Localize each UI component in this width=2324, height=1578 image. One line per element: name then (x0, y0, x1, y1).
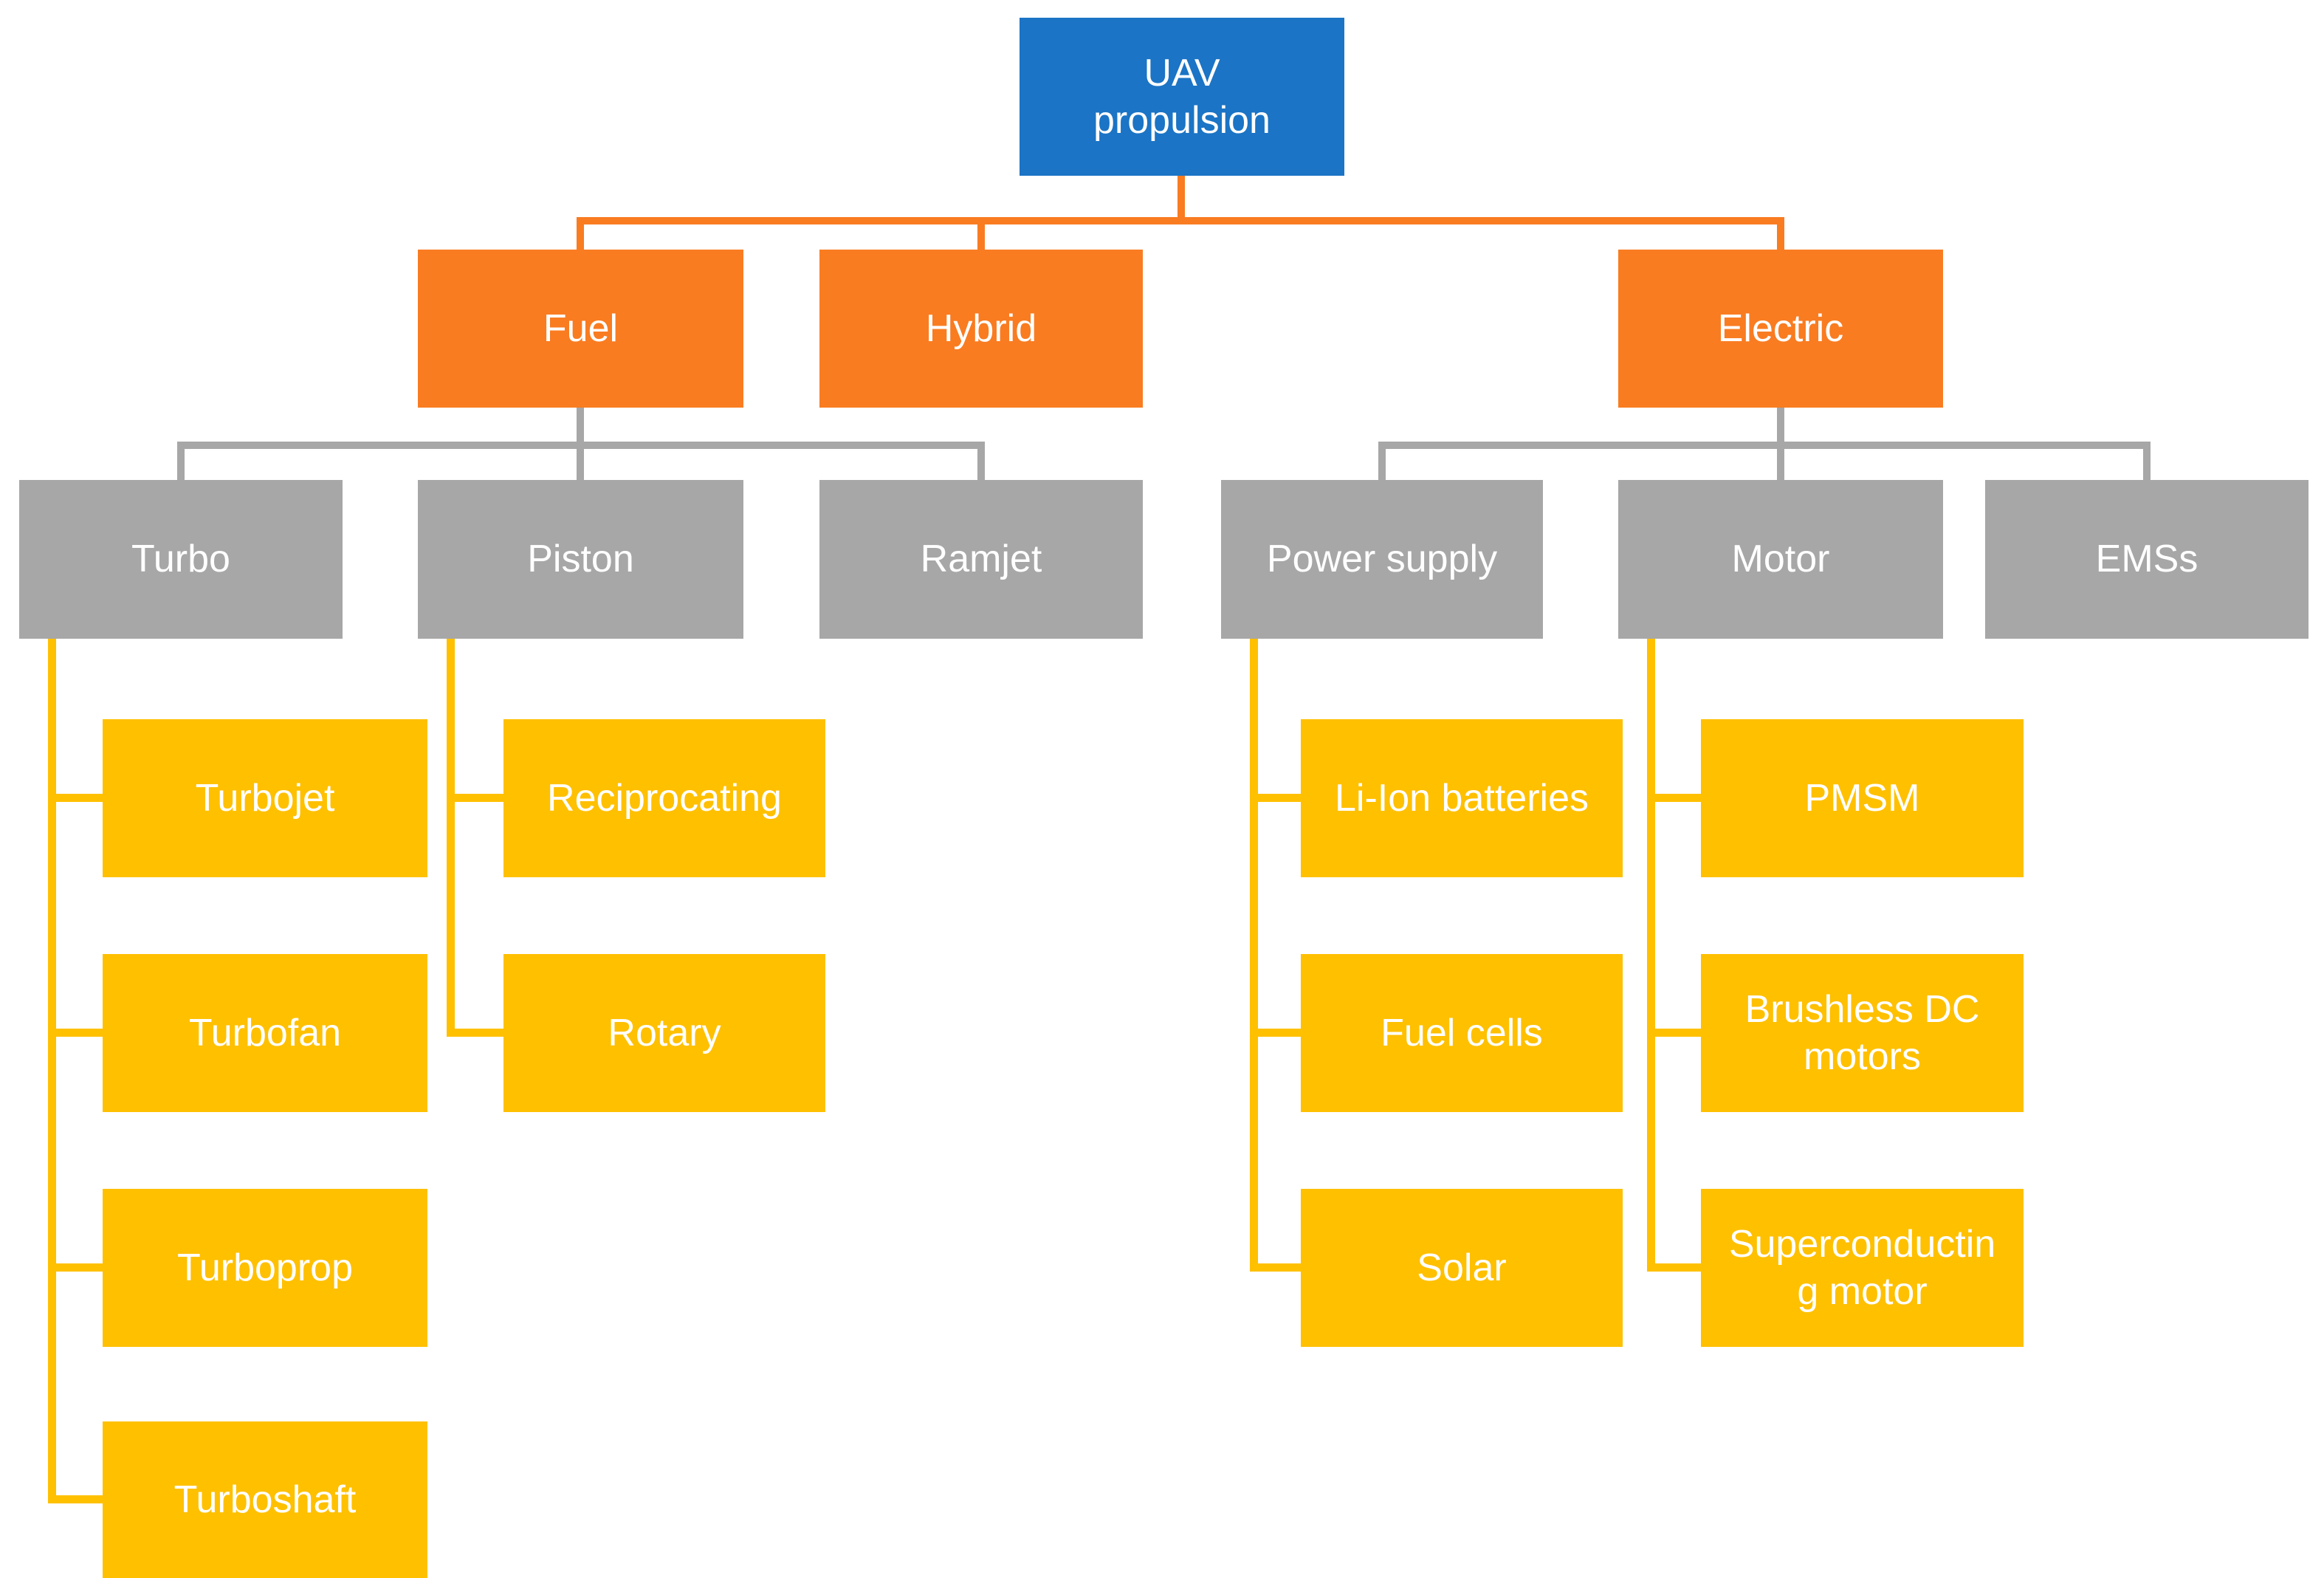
node-brushless-dc-motors-label: Brushless DC motors (1744, 987, 1980, 1078)
node-electric: Electric (1618, 250, 1943, 408)
node-emss-label: EMSs (2095, 538, 2198, 581)
node-turbojet-label: Turbojet (195, 776, 335, 820)
node-pmsm: PMSM (1701, 719, 2024, 877)
node-reciprocating-label: Reciprocating (547, 776, 782, 820)
node-li-ion-batteries: Li-Ion batteries (1301, 719, 1623, 877)
connector-electric-stub (1777, 224, 1784, 250)
connector-superconducting-stub (1655, 1263, 1701, 1272)
node-turbo-label: Turbo (131, 538, 230, 581)
node-turbojet: Turbojet (103, 719, 427, 877)
connector-li-ion-stub (1258, 794, 1301, 802)
node-fuel-cells: Fuel cells (1301, 954, 1623, 1112)
connector-electric-horizontal (1378, 442, 2151, 449)
node-solar-label: Solar (1417, 1246, 1507, 1289)
node-turboprop-label: Turboprop (177, 1246, 353, 1289)
connector-categories-horizontal (577, 217, 1784, 224)
node-motor: Motor (1618, 480, 1943, 639)
node-uav-propulsion: UAV propulsion (1020, 18, 1344, 176)
node-turbo: Turbo (19, 480, 343, 639)
connector-motor-stub (1777, 449, 1784, 480)
connector-emss-stub (2143, 449, 2151, 480)
node-solar: Solar (1301, 1189, 1623, 1347)
connector-rotary-stub (455, 1029, 503, 1037)
connector-turbojet-stub (56, 794, 103, 802)
connector-fuel-cells-stub (1258, 1029, 1301, 1037)
connector-electric-down (1777, 408, 1784, 442)
connector-fuel-stub (577, 224, 584, 250)
connector-turbo-hang (48, 639, 56, 1503)
node-turboshaft: Turboshaft (103, 1421, 427, 1578)
node-power-supply: Power supply (1221, 480, 1543, 639)
connector-brushless-stub (1655, 1029, 1701, 1037)
connector-reciprocating-stub (455, 794, 503, 802)
node-ramjet-label: Ramjet (920, 538, 1042, 581)
node-emss: EMSs (1985, 480, 2308, 639)
node-power-supply-label: Power supply (1266, 538, 1498, 581)
node-fuel: Fuel (418, 250, 743, 408)
node-superconducting-motor: Superconducting motor (1701, 1189, 2024, 1347)
connector-power-supply-stub (1378, 449, 1386, 480)
connector-fuel-down (577, 408, 584, 442)
node-fuel-label: Fuel (543, 306, 619, 350)
connector-power-supply-hang (1250, 639, 1258, 1272)
node-uav-propulsion-label: UAV propulsion (1093, 51, 1271, 142)
node-fuel-cells-label: Fuel cells (1381, 1011, 1543, 1054)
connector-turbofan-stub (56, 1029, 103, 1037)
node-turboshaft-label: Turboshaft (173, 1478, 357, 1521)
connector-turboshaft-stub (56, 1495, 103, 1503)
node-reciprocating: Reciprocating (503, 719, 825, 877)
connector-root-down (1178, 176, 1185, 217)
connector-pmsm-stub (1655, 794, 1701, 802)
connector-motor-hang (1647, 639, 1655, 1272)
connector-ramjet-stub (977, 449, 985, 480)
node-piston-label: Piston (527, 538, 634, 581)
node-motor-label: Motor (1731, 538, 1830, 581)
node-hybrid-label: Hybrid (925, 306, 1037, 350)
node-rotary: Rotary (503, 954, 825, 1112)
node-turboprop: Turboprop (103, 1189, 427, 1347)
node-rotary-label: Rotary (608, 1011, 721, 1054)
node-electric-label: Electric (1717, 306, 1844, 350)
connector-turbo-stub (177, 449, 185, 480)
connector-hybrid-stub (977, 224, 985, 250)
node-brushless-dc-motors: Brushless DC motors (1701, 954, 2024, 1112)
connector-piston-hang (447, 639, 455, 1037)
node-turbofan-label: Turbofan (188, 1011, 342, 1054)
node-ramjet: Ramjet (819, 480, 1143, 639)
connector-solar-stub (1258, 1263, 1301, 1272)
node-pmsm-label: PMSM (1804, 776, 1920, 820)
node-superconducting-motor-label: Superconducting motor (1728, 1222, 1996, 1313)
connector-piston-stub (577, 449, 584, 480)
node-li-ion-batteries-label: Li-Ion batteries (1335, 776, 1589, 820)
node-hybrid: Hybrid (819, 250, 1143, 408)
node-turbofan: Turbofan (103, 954, 427, 1112)
connector-turboprop-stub (56, 1263, 103, 1272)
connector-fuel-horizontal (177, 442, 985, 449)
node-piston: Piston (418, 480, 743, 639)
